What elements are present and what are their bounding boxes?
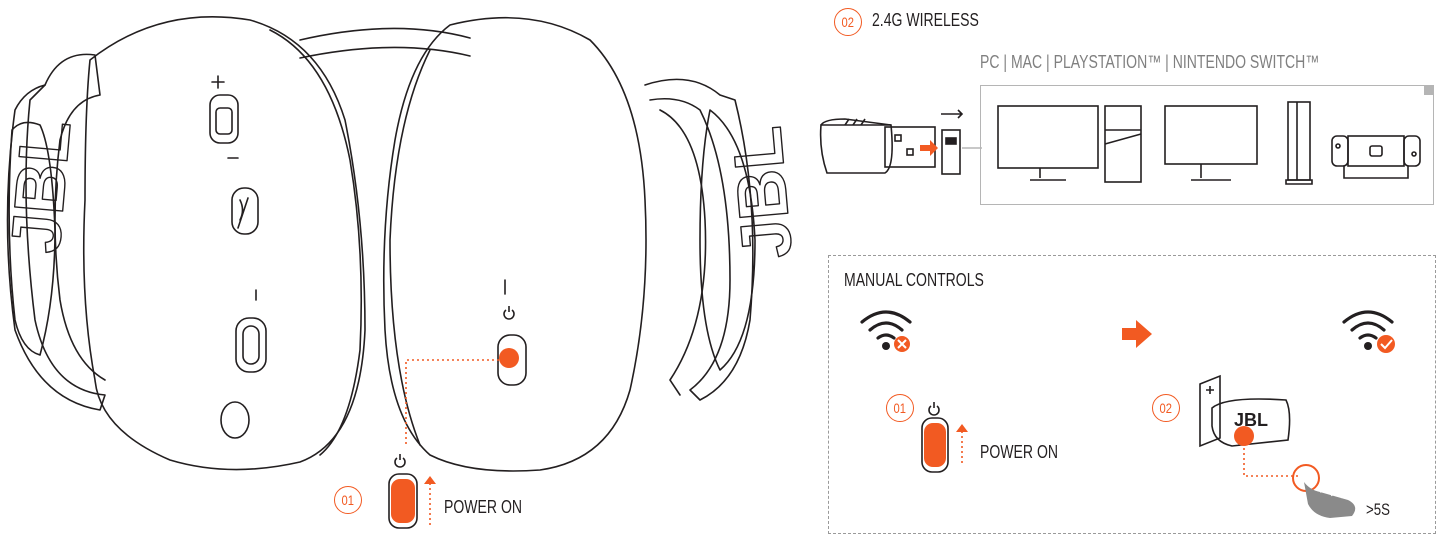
wifi-connected-icon [1342, 310, 1395, 353]
imac-icon [1164, 105, 1258, 181]
playstation-icon [1285, 101, 1313, 185]
power-switch-icon [921, 402, 968, 473]
corner-mark [1424, 85, 1434, 95]
connector-line [962, 147, 982, 149]
monitor-icon [997, 105, 1099, 181]
wifi-disconnected-icon [860, 310, 912, 352]
headset-illustration: JBL JBL [0, 15, 807, 529]
wireless-title: 2.4G WIRELESS [872, 10, 979, 30]
hold-duration-label: >5S [1366, 500, 1390, 519]
manual-step2-badge: 02 [1152, 394, 1180, 422]
usb-dongle-icon [819, 118, 936, 174]
dongle-logo: JBL [1234, 410, 1268, 430]
headset-power-on-label: POWER ON [444, 497, 523, 517]
manual-step1-badge: 01 [886, 394, 914, 422]
finger-press-icon [1292, 464, 1356, 518]
wireless-step-badge: 02 [834, 8, 862, 36]
manual-controls-panel [828, 255, 1436, 534]
platforms-label: PC | MAC | PLAYSTATION™ | NINTENDO SWITC… [980, 52, 1320, 72]
svg-text:JBL: JBL [717, 124, 806, 263]
devices-frame [980, 85, 1434, 205]
usb-port-icon [941, 109, 964, 175]
pc-tower-icon [1104, 105, 1142, 183]
usb-arrow-icon [920, 140, 938, 156]
manual-power-on-label: POWER ON [980, 442, 1059, 462]
headset-step-badge: 01 [334, 486, 362, 514]
transition-arrow-icon [1122, 320, 1152, 348]
manual-controls-title: MANUAL CONTROLS [844, 270, 984, 290]
svg-text:JBL: JBL [0, 117, 85, 256]
nintendo-switch-icon [1331, 135, 1421, 179]
dongle-in-port-icon: JBL [1199, 374, 1291, 448]
